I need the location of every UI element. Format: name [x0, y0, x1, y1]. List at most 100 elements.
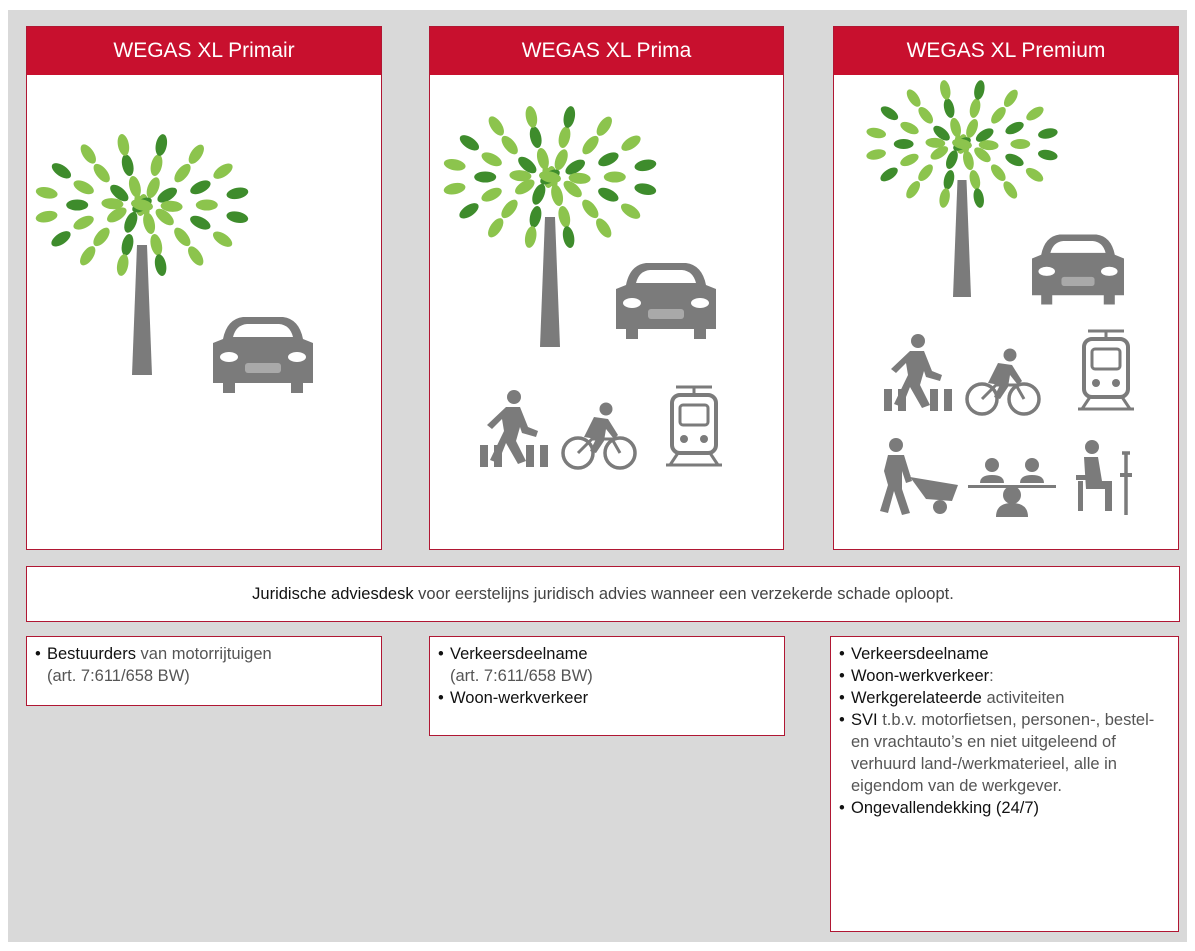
tree-leaf: [582, 199, 599, 219]
tree-leaf: [124, 211, 138, 233]
tree-leaf: [598, 152, 619, 167]
tree-leaf: [213, 163, 233, 179]
tree-leaf: [930, 146, 949, 160]
coverage-item: •Werkgerelateerde activiteiten: [839, 687, 1170, 709]
tree-leaf: [501, 199, 518, 219]
tree-leaf: [939, 188, 950, 208]
bullet: •: [438, 689, 444, 707]
tree-leaf: [906, 181, 921, 199]
car-icon: [1032, 234, 1124, 305]
tree-leaf: [80, 144, 96, 164]
tree-leaf: [51, 231, 71, 247]
tree-leaf: [634, 159, 657, 172]
tree-leaf: [598, 187, 619, 202]
tree-leaf: [488, 218, 504, 238]
tree-leaf: [188, 246, 204, 266]
tree-leaf: [539, 171, 561, 183]
tree-leaf: [155, 134, 168, 156]
tree-leaf: [195, 199, 218, 211]
tree-leaf: [51, 163, 72, 179]
tree-leaf: [155, 208, 174, 226]
bullet: •: [839, 711, 845, 729]
coverage-item-text: activiteiten: [981, 689, 1065, 707]
tree-leaf: [212, 231, 233, 247]
legal-advice-banner: Juridische adviesdesk voor eerstelijns j…: [26, 566, 1180, 622]
bullet: •: [35, 645, 41, 663]
tree-leaf: [1003, 89, 1018, 107]
tree-leaf: [128, 176, 141, 198]
tree-leaf: [443, 182, 466, 195]
tree-leaf: [969, 98, 981, 118]
tree-leaf: [1025, 167, 1044, 182]
tree-leaf: [596, 218, 612, 238]
tree-leaf: [975, 128, 994, 142]
tree-leaf: [157, 187, 177, 203]
tree-leaf: [562, 226, 575, 248]
tree-leaf: [940, 80, 951, 100]
tree-leaf: [93, 163, 110, 183]
banner-text: voor eerstelijns juridisch advies wannee…: [413, 584, 954, 603]
tree-leaf: [121, 154, 134, 176]
tree-trunk: [540, 217, 560, 347]
tree-leaf: [558, 126, 571, 148]
tree-leaf: [966, 119, 978, 138]
tree-leaf: [73, 180, 94, 195]
tree-leaf: [621, 135, 641, 151]
tree-leaf: [900, 121, 919, 135]
tree-leaf: [565, 159, 585, 175]
tree-leaf: [525, 106, 538, 128]
tree-leaf: [66, 199, 89, 211]
package-title: WEGAS XL Prima: [430, 27, 783, 75]
coverage-item: •SVI t.b.v. motorfietsen, personen-, bes…: [839, 709, 1170, 797]
tree-leaf: [150, 234, 163, 256]
tree-leaf: [110, 184, 129, 202]
tree-leaf: [529, 126, 542, 148]
car-icon: [616, 263, 716, 339]
tree-leaf: [188, 144, 204, 164]
tram-icon: [1076, 329, 1136, 411]
coverage-item: •Woon-werkverkeer: [438, 687, 776, 709]
bullet: •: [839, 645, 845, 663]
tree-leaf: [893, 139, 914, 149]
tree-leaf: [524, 226, 537, 248]
pedestrian-icon: [480, 390, 548, 467]
tree-leaf: [969, 170, 981, 190]
tree-leaf: [481, 187, 502, 202]
coverage-item-title: Ongevallendekking (24/7): [851, 799, 1040, 817]
tree-trunk: [953, 180, 971, 297]
tree-leaf: [1038, 128, 1058, 139]
tree-leaf: [93, 227, 110, 247]
package-title: WEGAS XL Primair: [27, 27, 381, 75]
tree-leaf: [906, 89, 921, 107]
tree-leaf: [925, 137, 946, 148]
tree-leaf: [459, 135, 480, 151]
coverage-item: •Ongevallendekking (24/7): [839, 797, 1170, 819]
tree-leaf: [603, 171, 626, 183]
tree-leaf: [459, 203, 479, 219]
coverage-item-title: Werkgerelateerde: [851, 689, 982, 707]
tree-leaf: [143, 212, 156, 234]
tree-leaf: [80, 246, 96, 266]
crutch-icon: [1074, 438, 1134, 517]
tree-leaf: [529, 206, 542, 228]
coverage-item-title: Verkeersdeelname: [851, 645, 989, 663]
package-card-prima: WEGAS XL Prima: [429, 26, 784, 550]
tree-leaf: [131, 199, 153, 211]
package-title: WEGAS XL Premium: [834, 27, 1178, 75]
tree-leaf: [974, 80, 985, 100]
tree-leaf: [1038, 149, 1058, 161]
tree-leaf: [950, 117, 961, 138]
tree-leaf: [866, 127, 886, 139]
tree-leaf: [933, 125, 950, 141]
coverage-item-text: van motorrijtuigen: [135, 645, 272, 663]
tree-leaf: [568, 172, 591, 184]
tree-leaf: [1026, 106, 1044, 121]
pedestrian-icon: [884, 334, 952, 411]
bullet: •: [438, 645, 444, 663]
tree-leaf: [150, 154, 163, 176]
tree-leaf: [518, 156, 537, 174]
tree-leaf: [1005, 121, 1024, 135]
tree-leaf: [190, 215, 211, 230]
tree-leaf: [190, 180, 211, 195]
coverage-item-reference: (art. 7:611/658 BW): [450, 667, 593, 685]
